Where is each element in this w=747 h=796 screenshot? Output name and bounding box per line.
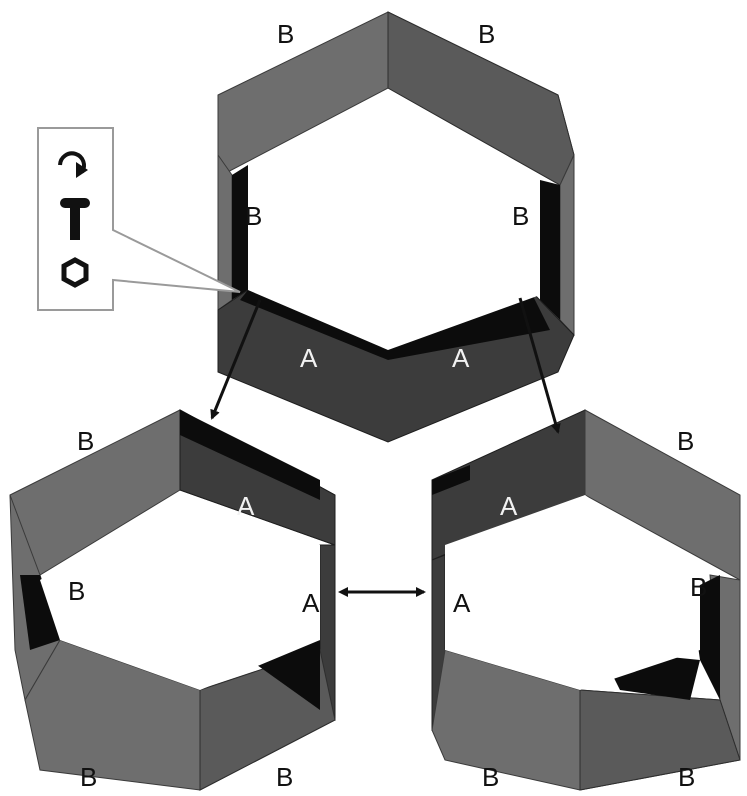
label-top-b-inner-left: B	[245, 201, 262, 231]
label-right-b-lower-left: B	[482, 762, 499, 792]
screw-shaft-icon	[70, 206, 80, 240]
top-hexagon-opening	[248, 90, 540, 350]
arrow-top-to-left	[210, 299, 262, 420]
left-hexagon-opening	[40, 495, 320, 690]
label-left-b-lower-right: B	[276, 762, 293, 792]
label-top-a-right: A	[452, 343, 470, 373]
top-shadow-right	[540, 180, 560, 320]
label-top-b-upper-right: B	[478, 19, 495, 49]
top-shadow-bottom-left	[240, 290, 388, 360]
top-shadow-bottom-right	[388, 290, 550, 360]
right-hexagon-module	[431, 409, 741, 791]
label-left-b-lower-left: B	[80, 762, 97, 792]
legend-callout-box	[37, 127, 241, 311]
screw-icon	[60, 198, 90, 208]
rotate-arrow-head-icon	[76, 162, 88, 178]
label-top-b-upper-left: B	[277, 19, 294, 49]
label-right-a-inner: A	[453, 588, 471, 618]
label-left-a-upper: A	[237, 491, 255, 521]
label-left-a-inner: A	[302, 588, 320, 618]
label-left-b-inner: B	[68, 576, 85, 606]
left-hexagon-module	[9, 409, 336, 791]
right-shadow-top	[432, 465, 470, 495]
label-right-b-upper: B	[677, 426, 694, 456]
left-shadow-left	[20, 575, 60, 650]
label-top-b-inner-right: B	[512, 201, 529, 231]
right-panel-b-lower-right	[579, 689, 741, 791]
top-shadow-left	[232, 165, 248, 300]
arrow-top-to-right	[518, 297, 561, 434]
rotate-arrow-icon	[58, 151, 86, 174]
hex-nut-icon	[61, 257, 89, 288]
top-panel-b-right	[559, 154, 575, 337]
label-left-b-upper: B	[77, 426, 94, 456]
top-hexagon-module	[217, 11, 575, 443]
label-right-b-lower-right: B	[678, 762, 695, 792]
label-right-b-inner: B	[690, 572, 707, 602]
fastener-legend	[37, 127, 241, 311]
label-right-a-upper: A	[500, 491, 518, 521]
label-top-a-left: A	[300, 343, 318, 373]
right-hexagon-opening	[445, 495, 700, 690]
left-shadow-top	[180, 410, 320, 500]
